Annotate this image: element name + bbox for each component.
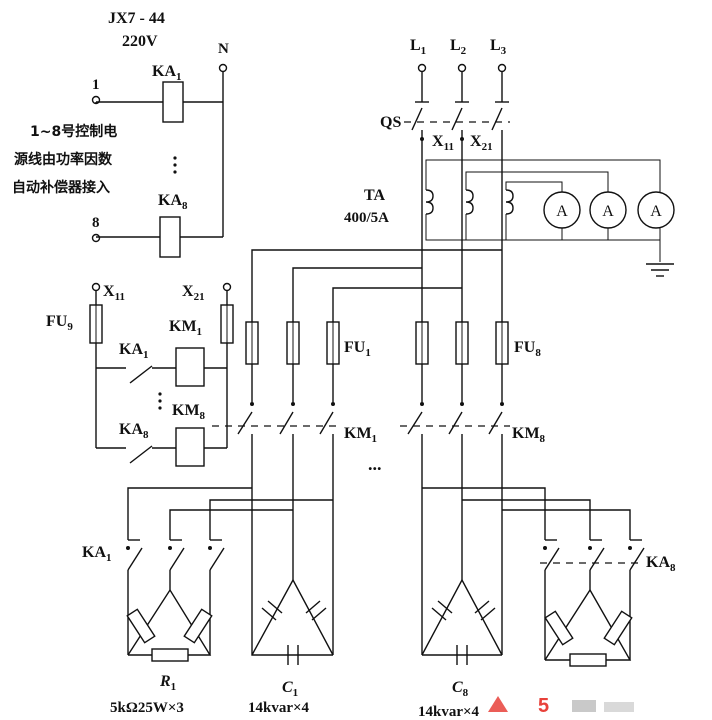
c8-spec: 14kvar×4 (418, 704, 480, 720)
ctrl-km1-label: KM1 (169, 318, 202, 338)
neutral-label: N (218, 41, 229, 57)
main-switch-qs (404, 101, 510, 288)
coil-top-terminal-label: 1 (92, 77, 100, 93)
ctrl-rung-8 (96, 427, 227, 467)
capacitor-bank-c1 (251, 578, 334, 665)
r1-spec: 5kΩ25W×3 (110, 700, 184, 716)
svg-text:A: A (650, 203, 662, 220)
x11-label: X11 (432, 133, 454, 153)
c8-label: C8 (452, 679, 469, 699)
ammeter-1: A (543, 191, 581, 229)
note-line-2: 源线由功率因数 (14, 151, 113, 168)
vertical-ellipsis-coils (173, 156, 177, 174)
c1-label: C1 (282, 679, 298, 699)
coil-bottom-terminal (91, 233, 101, 243)
ka8-discharge-label: KA8 (646, 554, 676, 574)
coil-ka1 (162, 81, 184, 123)
capacitor-bank-c8 (421, 578, 503, 665)
ctrl-fu9-label: FU9 (46, 313, 73, 333)
relay-model-label: JX7 - 44 (108, 10, 165, 27)
fu1-label: FU1 (344, 339, 371, 359)
km8-main-label: KM8 (512, 425, 546, 445)
ct-ratio-label: 400/5A (344, 210, 389, 226)
r1-label: R1 (159, 673, 176, 693)
branch-bus-wires (251, 249, 503, 322)
km1-main-label: KM1 (344, 425, 377, 445)
note-line-3: 自动补偿器接入 (12, 179, 110, 196)
x21-label: X21 (470, 133, 493, 153)
ctrl-fu9-fuse (89, 291, 103, 448)
ka8-discharge-circuit (422, 487, 645, 667)
current-transformers (425, 159, 674, 277)
ctrl-x11-label: X11 (103, 283, 125, 303)
ctrl-x11-terminal (91, 282, 101, 292)
coil-ka8-label: KA8 (158, 192, 188, 212)
ctrl-km8-label: KM8 (172, 402, 206, 422)
note-line-1: 1~8号控制电 (30, 123, 117, 140)
fu8-label: FU8 (514, 339, 541, 359)
coil-ka1-label: KA1 (152, 63, 182, 83)
ctrl-x21-fuse (220, 291, 234, 448)
svg-text:A: A (602, 203, 614, 220)
ctrl-rung-1 (96, 347, 227, 387)
c1-spec: 14kvar×4 (248, 700, 310, 716)
fuses-fu8 (415, 321, 509, 365)
svg-text:L2: L2 (450, 37, 467, 57)
coil-bottom-terminal-label: 8 (92, 215, 100, 231)
ctrl-vertical-ellipsis (158, 392, 162, 410)
relay-voltage-label: 220V (122, 33, 158, 50)
ct-label: TA (364, 187, 385, 204)
svg-text:A: A (556, 203, 568, 220)
ctrl-x21-label: X21 (182, 283, 205, 303)
qs-label: QS (380, 114, 401, 131)
ka1-discharge-circuit (126, 487, 333, 662)
ctrl-ka1-label: KA1 (119, 341, 149, 361)
ka1-discharge-label: KA1 (82, 544, 112, 564)
svg-text:L1: L1 (410, 37, 426, 57)
fuses-fu1 (245, 321, 340, 365)
phase-terminals (417, 63, 507, 102)
ammeter-2: A (589, 191, 627, 229)
km8-main-contacts (400, 364, 510, 655)
ctrl-x21-terminal (222, 282, 232, 292)
neutral-terminal (218, 63, 228, 237)
ctrl-ka8-label: KA8 (119, 421, 149, 441)
svg-text:5: 5 (538, 695, 549, 717)
ammeter-3: A (637, 191, 675, 229)
phase-labels: L1 L2 L3 (410, 37, 507, 57)
svg-text:L3: L3 (490, 37, 507, 57)
km1-main-contacts (212, 364, 342, 655)
coil-ka8 (159, 216, 181, 258)
watermark-logo: 5 (488, 695, 634, 717)
branch-ellipsis: ... (368, 454, 382, 474)
